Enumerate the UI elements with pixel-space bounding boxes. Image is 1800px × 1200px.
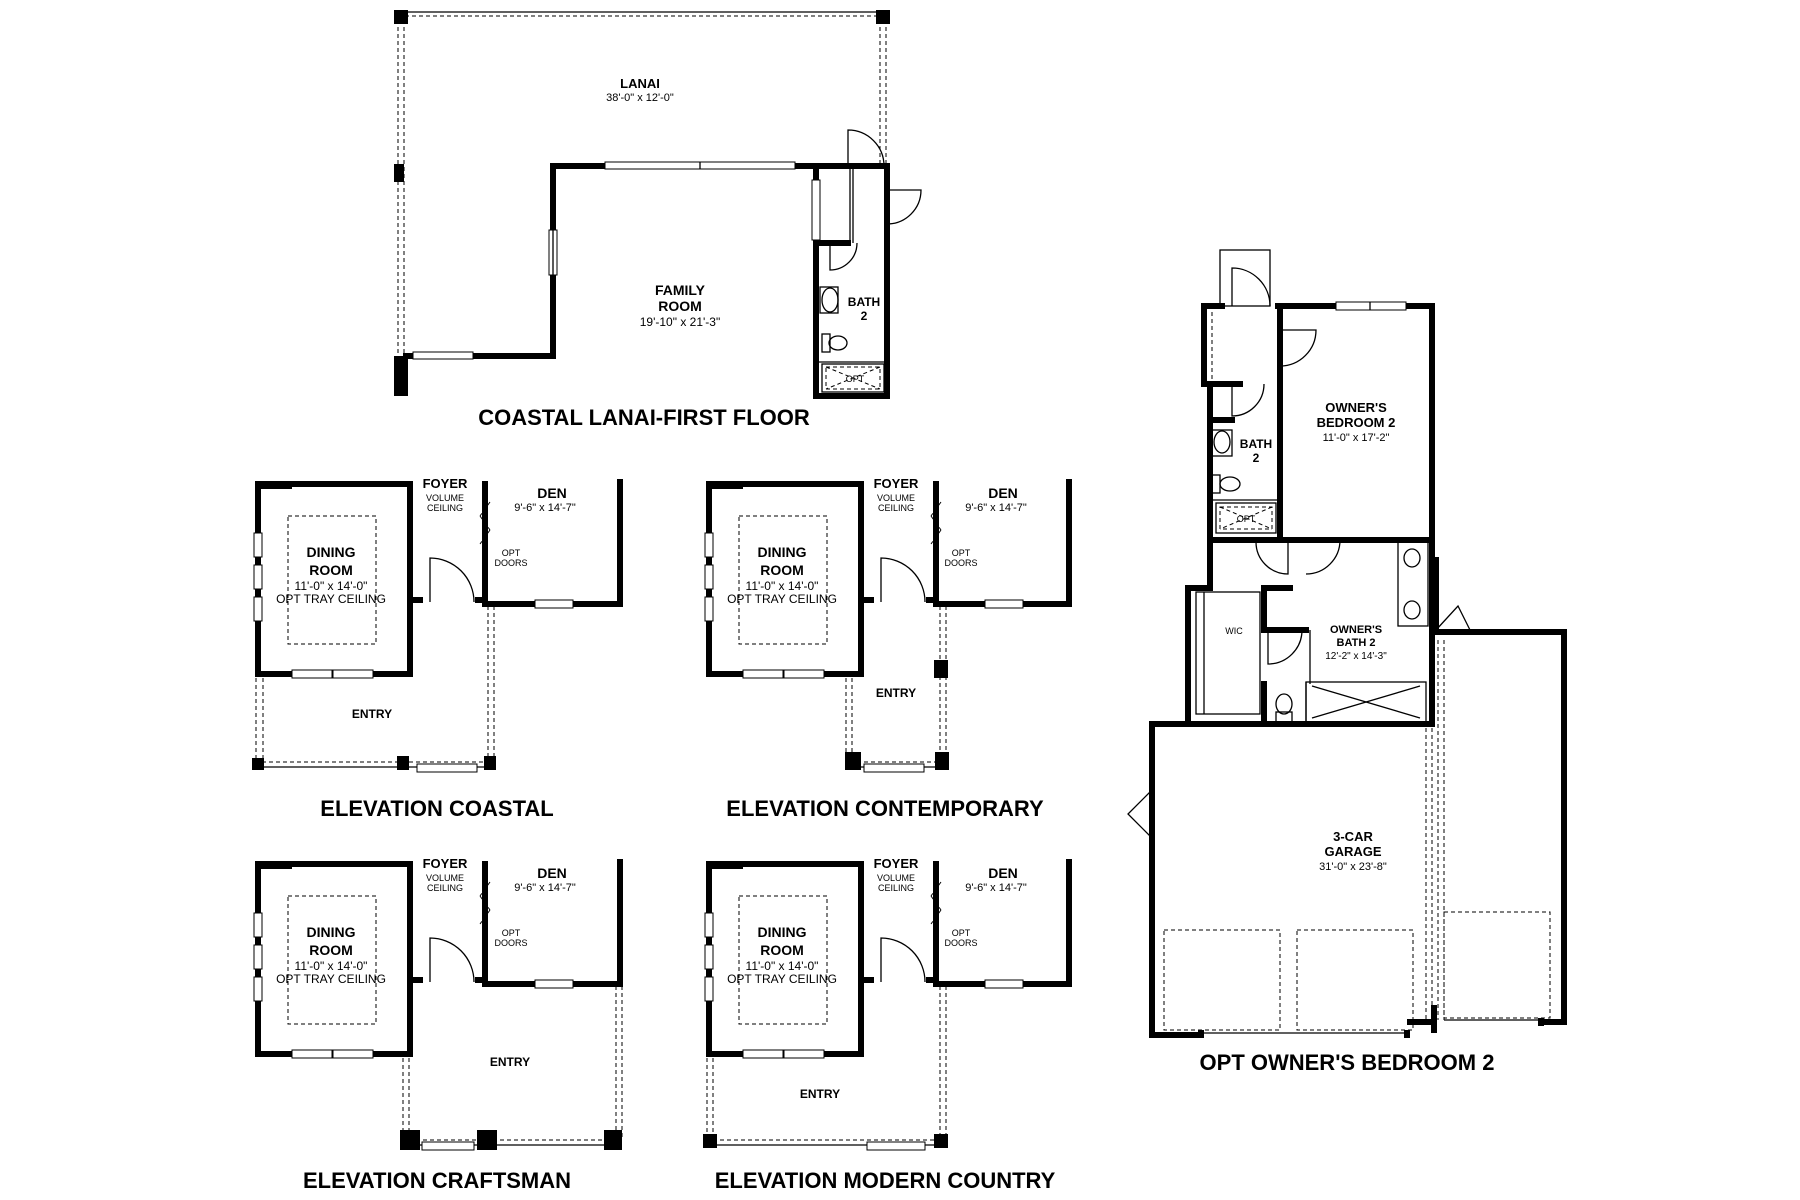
family-room-label-1: FAMILY [655, 282, 706, 298]
owners-bath-dimensions: 12'-2" x 14'-3" [1325, 651, 1387, 662]
den-dimensions: 9'-6" x 14'-7" [514, 882, 576, 894]
lanai-area [394, 10, 890, 396]
elevation-coastal-title: ELEVATION COASTAL [320, 796, 553, 821]
opt-doors-label-1: OPT [952, 928, 971, 938]
foyer-volume: VOLUME [426, 873, 464, 883]
coastal-lanai-plan: LANAI 38'-0" x 12'-0" FAMILY ROOM 19'-10… [394, 10, 922, 430]
dining-room-option: OPT TRAY CEILING [276, 972, 386, 986]
dining-room-dimensions: 11'-0" x 14'-0" [295, 579, 368, 593]
owners-bath-label-2: BATH 2 [1337, 637, 1376, 649]
dining-room-option: OPT TRAY CEILING [276, 592, 386, 606]
foyer-label: FOYER [874, 476, 919, 491]
dining-room-label-2: ROOM [309, 562, 353, 578]
opt-doors-label-2: DOORS [494, 558, 527, 568]
owners-bedroom-2-title: OPT OWNER'S BEDROOM 2 [1200, 1050, 1495, 1075]
opt-doors-label-1: OPT [952, 548, 971, 558]
foyer-volume: VOLUME [877, 873, 915, 883]
entry-label: ENTRY [490, 1055, 530, 1069]
lanai-label: LANAI [620, 76, 660, 91]
foyer-label: FOYER [874, 856, 919, 871]
elevation-contemporary-plan: DINING ROOM 11'-0" x 14'-0" OPT TRAY CEI… [704, 476, 1072, 821]
coastal-lanai-title: COASTAL LANAI-FIRST FLOOR [478, 405, 810, 430]
elevation-modern-country-plan: DINING ROOM 11'-0" x 14'-0" OPT TRAY CEI… [703, 856, 1072, 1193]
bath-2-label-2: 2 [1253, 451, 1260, 465]
elevation-craftsman-title: ELEVATION CRAFTSMAN [303, 1168, 571, 1193]
owners-bath-label-1: OWNER'S [1330, 624, 1382, 636]
owners-bedroom-label-1: OWNER'S [1325, 400, 1387, 415]
foyer-ceiling: CEILING [427, 503, 463, 513]
dining-room-dimensions: 11'-0" x 14'-0" [295, 959, 368, 973]
family-room-dimensions: 19'-10" x 21'-3" [640, 315, 720, 329]
foyer-ceiling: CEILING [427, 883, 463, 893]
foyer-label: FOYER [423, 856, 468, 871]
opt-doors-label-2: DOORS [944, 938, 977, 948]
den-label: DEN [537, 485, 567, 501]
dining-room-dimensions: 11'-0" x 14'-0" [746, 959, 819, 973]
lanai-dimensions: 38'-0" x 12'-0" [606, 92, 674, 104]
foyer-volume: VOLUME [426, 493, 464, 503]
bath-2-label-1: BATH [1240, 437, 1272, 451]
foyer-volume: VOLUME [877, 493, 915, 503]
owners-bedroom-label-2: BEDROOM 2 [1317, 415, 1396, 430]
den-dimensions: 9'-6" x 14'-7" [514, 502, 576, 514]
family-room-label-2: ROOM [658, 298, 702, 314]
opt-doors-label-2: DOORS [494, 938, 527, 948]
foyer-label: FOYER [423, 476, 468, 491]
owners-bedroom-dimensions: 11'-0" x 17'-2" [1323, 432, 1390, 444]
elevation-contemporary-title: ELEVATION CONTEMPORARY [726, 796, 1044, 821]
bath-2-opt-label: OPT [846, 374, 865, 384]
elevation-craftsman-plan: DINING ROOM 11'-0" x 14'-0" OPT TRAY CEI… [253, 856, 623, 1193]
bath-2-opt-label: OPT [1237, 514, 1256, 524]
dining-room-option: OPT TRAY CEILING [727, 592, 837, 606]
bath-2-label-2: 2 [861, 309, 868, 323]
entry-label: ENTRY [800, 1087, 840, 1101]
den-dimensions: 9'-6" x 14'-7" [965, 882, 1027, 894]
dining-room-label-1: DINING [307, 544, 356, 560]
bath-2-label-1: BATH [848, 295, 880, 309]
garage-label-2: GARAGE [1324, 844, 1381, 859]
entry-label: ENTRY [876, 686, 916, 700]
foyer-ceiling: CEILING [878, 503, 914, 513]
den-label: DEN [537, 865, 567, 881]
dining-room-label-1: DINING [758, 544, 807, 560]
dining-room-dimensions: 11'-0" x 14'-0" [746, 579, 819, 593]
den-label: DEN [988, 865, 1018, 881]
den-dimensions: 9'-6" x 14'-7" [965, 502, 1027, 514]
dining-room-label-1: DINING [758, 924, 807, 940]
opt-doors-label-2: DOORS [944, 558, 977, 568]
dining-room-option: OPT TRAY CEILING [727, 972, 837, 986]
dining-room-label-2: ROOM [309, 942, 353, 958]
family-room-walls [403, 129, 922, 399]
opt-doors-label-1: OPT [502, 928, 521, 938]
dining-room-label-2: ROOM [760, 562, 804, 578]
opt-owners-bedroom-2-plan: OWNER'S BEDROOM 2 11'-0" x 17'-2" BATH 2… [1127, 249, 1567, 1075]
dining-room-label-1: DINING [307, 924, 356, 940]
entry-label: ENTRY [352, 707, 392, 721]
elevation-modern-country-title: ELEVATION MODERN COUNTRY [715, 1168, 1056, 1193]
den-label: DEN [988, 485, 1018, 501]
garage-label-1: 3-CAR [1333, 829, 1373, 844]
garage-dimensions: 31'-0" x 23'-8" [1319, 861, 1387, 873]
foyer-ceiling: CEILING [878, 883, 914, 893]
wic-label: WIC [1225, 626, 1243, 636]
elevation-coastal-plan: DINING ROOM 11'-0" x 14'-0" OPT TRAY CEI… [252, 476, 623, 821]
dining-room-label-2: ROOM [760, 942, 804, 958]
opt-doors-label-1: OPT [502, 548, 521, 558]
